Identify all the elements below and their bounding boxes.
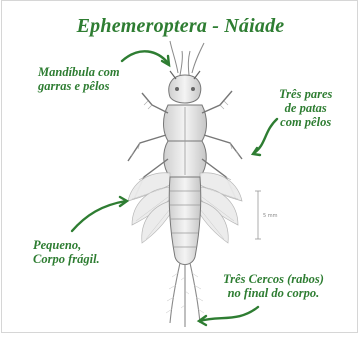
scale-label: 5 mm xyxy=(263,213,278,219)
head xyxy=(169,71,201,103)
abdomen xyxy=(169,177,201,265)
label-cercos: Três Cercos (rabos) no final do corpo. xyxy=(223,272,324,300)
arrow-patas xyxy=(253,119,277,155)
diagram-title: Ephemeroptera - Náiade xyxy=(2,15,359,38)
scale-bar xyxy=(255,191,261,239)
label-patas: Três pares de patas com pêlos xyxy=(279,87,332,129)
cerci xyxy=(170,263,200,327)
label-corpo: Pequeno, Corpo frágil. xyxy=(33,238,100,266)
arrow-mandibula xyxy=(122,51,169,65)
diagram-frame: Ephemeroptera - Náiade Mandíbula com gar… xyxy=(1,0,358,333)
arrow-corpo xyxy=(72,197,127,231)
arrow-cercos xyxy=(199,307,258,325)
thorax xyxy=(164,105,207,177)
label-mandibula: Mandíbula com garras e pêlos xyxy=(38,65,120,93)
antenna xyxy=(170,41,204,75)
